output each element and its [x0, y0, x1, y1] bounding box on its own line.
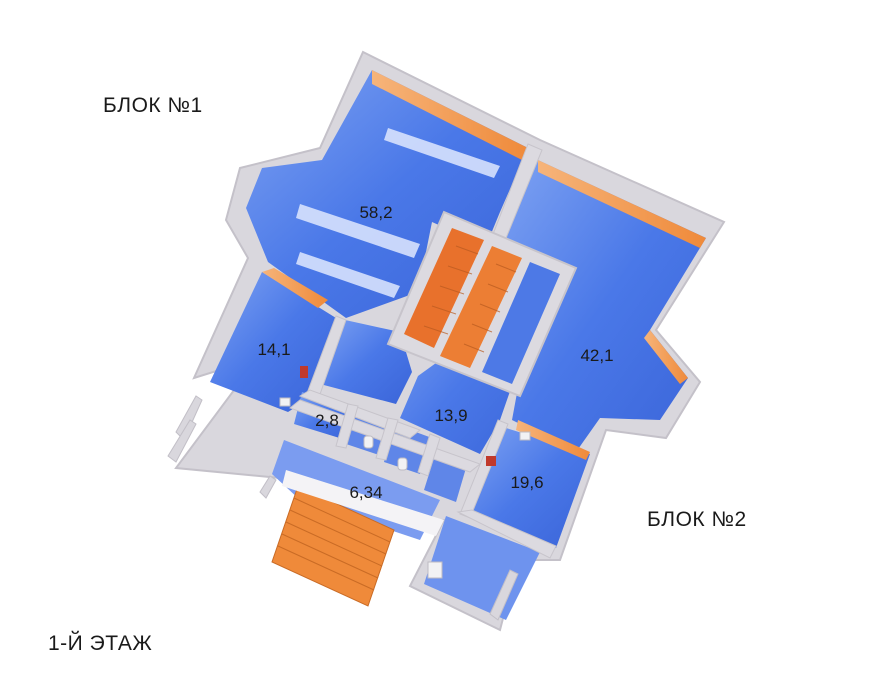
stair-flight-2 [440, 246, 522, 368]
room-area-19: 19,6 [510, 473, 543, 492]
room-labels: 58,2 42,1 14,1 13,9 19,6 2,8 6,34 [257, 203, 613, 502]
inner-walls-lit [262, 70, 706, 460]
stair-void [482, 262, 560, 384]
entrance-stairs [271, 470, 444, 607]
floor-room-42 [500, 160, 706, 452]
room-area-2: 2,8 [315, 411, 339, 430]
light-patches [296, 128, 500, 298]
floor-room-58 [246, 70, 528, 318]
room-area-6: 6,34 [349, 483, 382, 502]
room-area-42: 42,1 [580, 346, 613, 365]
fixtures [279, 397, 531, 579]
stoves [300, 366, 496, 466]
room-area-58: 58,2 [359, 203, 392, 222]
interior-walls [288, 143, 557, 559]
floor-room-19 [468, 428, 590, 548]
floor-room-lower [424, 516, 540, 620]
room-area-13: 13,9 [434, 406, 467, 425]
staircase-core [386, 210, 578, 398]
exterior-posts [167, 395, 519, 621]
block-2-label: БЛОК №2 [647, 508, 747, 531]
stair-flight-1 [404, 228, 484, 348]
block-1-label: БЛОК №1 [103, 94, 203, 117]
room-area-14: 14,1 [257, 340, 290, 359]
porch-slab [282, 470, 444, 536]
floor-bath-c [424, 458, 466, 502]
floor-label: 1-Й ЭТАЖ [48, 632, 153, 655]
